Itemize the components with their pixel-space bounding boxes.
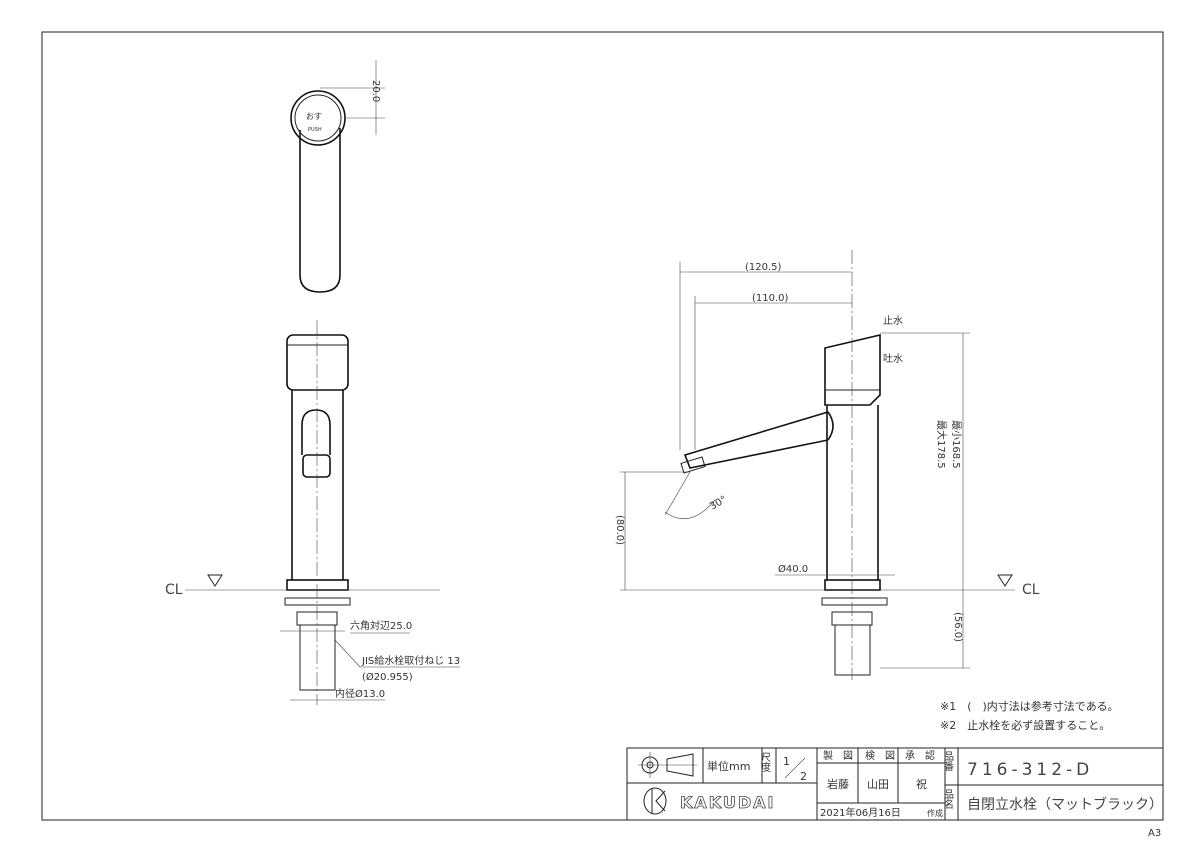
thread-dia: (Ø20.955) (362, 671, 413, 683)
projection-symbol-icon (638, 752, 697, 778)
cl-label-right: CL (1022, 582, 1040, 598)
kakudai-logo: KAKUDAI (643, 787, 776, 815)
name-label: 品名 (942, 789, 954, 810)
checked-label: 検 図 (865, 749, 895, 762)
dim-120-5: (120.5) (745, 262, 782, 273)
drawing-frame (41, 31, 1164, 821)
dim-110: (110.0) (752, 293, 789, 304)
approved-label: 承 認 (905, 749, 935, 762)
top-view: おす PUSH 20.0 (290, 60, 385, 293)
title-block: 単位mm 尺度 1 2 製 図 検 図 承 認 岩藤 山田 祝 2021年06月… (626, 747, 1164, 821)
dim-80: (80.0) (614, 515, 625, 545)
side-view: (120.5) (110.0) 止水 吐水 最大178.5 最小168.5 (8… (614, 250, 1040, 680)
approved-by: 祝 (916, 777, 927, 791)
part-number: 716-312-D (967, 760, 1093, 780)
dim-max-height: 最大178.5 (935, 420, 948, 469)
front-view: CL 六角対辺25.0 JIS給水栓取付ねじ 13 (Ø20.955) 内径Ø1… (165, 320, 460, 705)
checked-by: 山田 (867, 778, 889, 791)
dim-40: Ø40.0 (778, 563, 808, 575)
stop-label: 止水 (883, 315, 903, 327)
scale-den: 2 (800, 770, 807, 783)
brand-name: KAKUDAI (680, 793, 776, 812)
dim-min-height: 最小168.5 (950, 420, 962, 469)
unit-label: 単位mm (707, 759, 750, 773)
created-label: 作成 (927, 808, 943, 818)
drawn-label: 製 図 (823, 749, 853, 762)
dim-56: (56.0) (952, 612, 963, 642)
note-1: ※1 ( )内寸法は参考寸法である。 (940, 699, 1119, 713)
scale-label: 尺度 (759, 752, 771, 773)
inner-dia: 内径Ø13.0 (335, 687, 385, 700)
dim-20: 20.0 (370, 80, 381, 102)
push-jp-text: おす (306, 112, 322, 121)
sheet-size: A3 (1148, 828, 1161, 839)
created-date: 2021年06月16日 (820, 806, 901, 819)
hex-dim: 六角対辺25.0 (350, 619, 412, 632)
scale-num: 1 (783, 755, 790, 768)
thread-label: JIS給水栓取付ねじ 13 (361, 654, 460, 667)
angle-30: 30° (708, 494, 729, 512)
note-2: ※2 止水栓を必ず設置すること。 (940, 718, 1110, 732)
drawn-by: 岩藤 (827, 777, 849, 791)
part-no-label: 品番 (942, 751, 954, 772)
discharge-label: 吐水 (883, 353, 903, 365)
product-name: 自閉立水栓（マットブラック） (967, 796, 1163, 813)
cl-label-left: CL (165, 582, 183, 598)
push-text: PUSH (308, 127, 322, 133)
